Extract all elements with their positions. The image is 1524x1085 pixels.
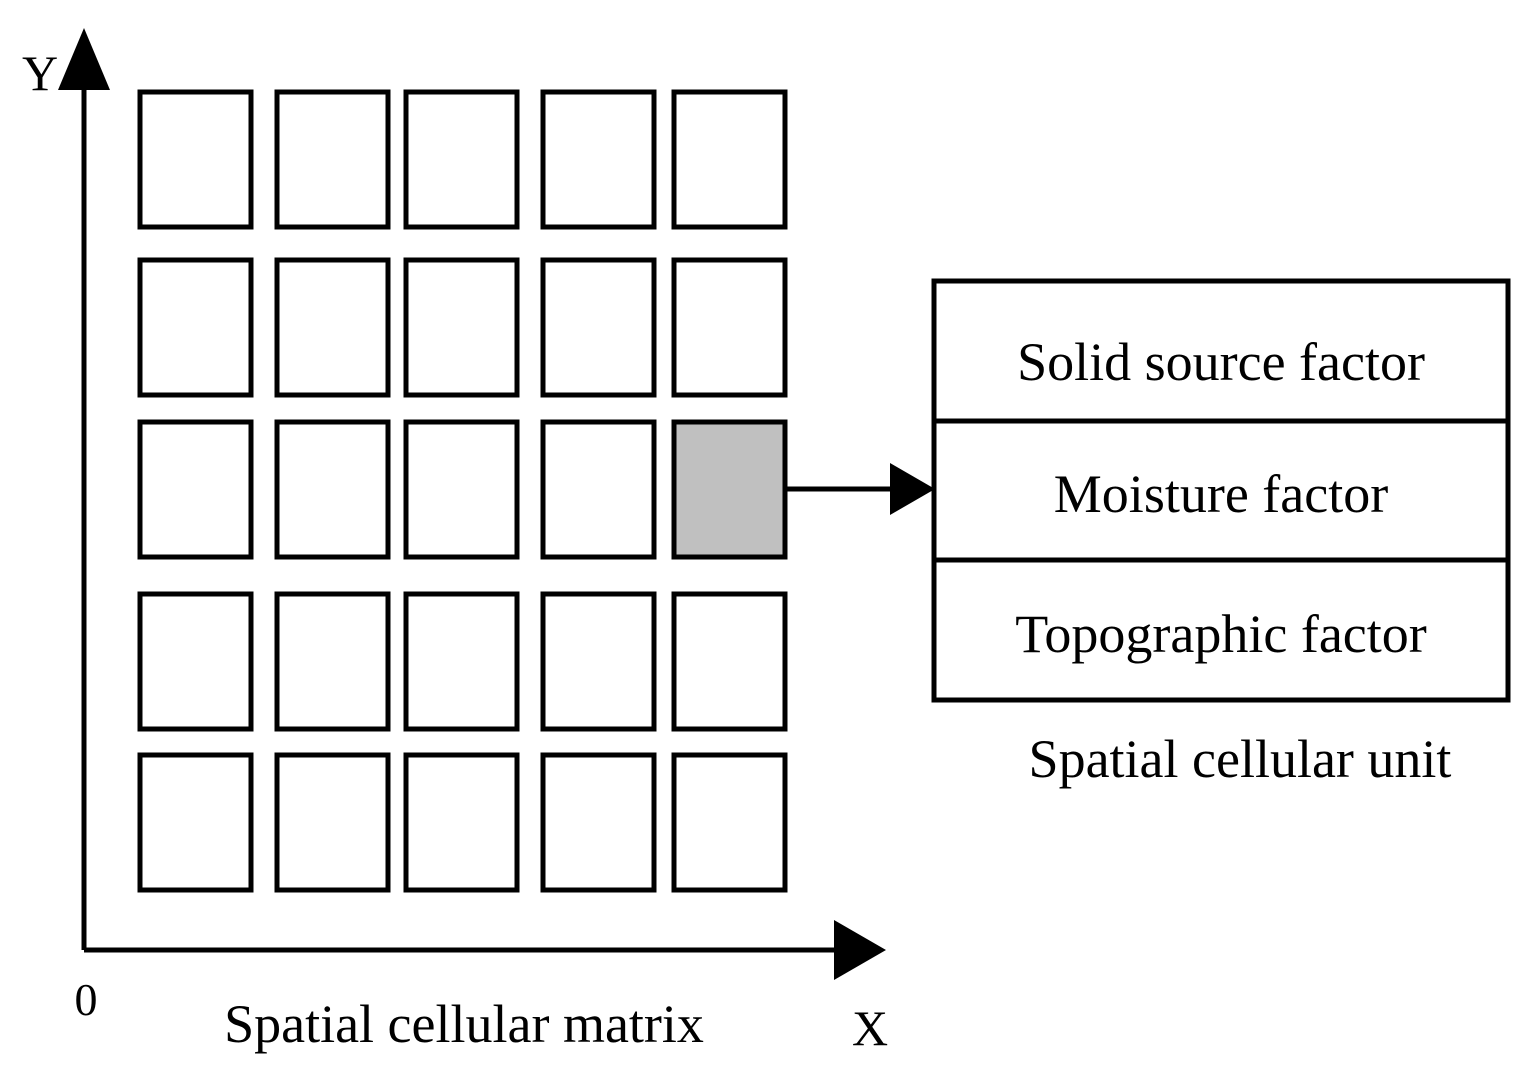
- matrix-cell-r3-c1: [137, 419, 254, 560]
- matrix-cell-r2-c4: [540, 257, 657, 398]
- matrix-cell-r1-c2: [274, 89, 391, 230]
- matrix-cell-r2-c1: [137, 257, 254, 398]
- x-axis-label: X: [852, 1000, 888, 1056]
- matrix-caption: Spatial cellular matrix: [224, 994, 704, 1054]
- y-axis-label: Y: [22, 45, 58, 101]
- matrix-cell-r3-c2: [274, 419, 391, 560]
- cell-to-unit-arrowhead: [890, 463, 935, 515]
- matrix-cell-r5-c5: [671, 752, 788, 893]
- matrix-cell-r1-c3: [403, 89, 520, 230]
- matrix-cell-r4-c2: [274, 591, 391, 732]
- matrix-cell-r4-c5: [671, 591, 788, 732]
- unit-layer-solid-source: Solid source factor: [1017, 332, 1425, 392]
- spatial-cellular-unit-box: [931, 278, 1511, 703]
- origin-label: 0: [75, 974, 98, 1025]
- matrix-cell-r5-c3: [403, 752, 520, 893]
- matrix-cell-r4-c3: [403, 591, 520, 732]
- matrix-cell-r5-c1: [137, 752, 254, 893]
- matrix-cell-r2-c2: [274, 257, 391, 398]
- matrix-cell-highlighted: [671, 419, 788, 560]
- matrix-cell-r5-c2: [274, 752, 391, 893]
- matrix-cell-r1-c5: [671, 89, 788, 230]
- x-axis-arrowhead: [834, 920, 886, 980]
- matrix-cell-r1-c4: [540, 89, 657, 230]
- y-axis-arrowhead: [58, 28, 110, 90]
- matrix-cell-r1-c1: [137, 89, 254, 230]
- matrix-cell-r3-c3: [403, 419, 520, 560]
- unit-layer-moisture: Moisture factor: [1054, 464, 1388, 524]
- unit-caption: Spatial cellular unit: [1029, 729, 1452, 789]
- matrix-cell-r5-c4: [540, 752, 657, 893]
- matrix-cell-r2-c3: [403, 257, 520, 398]
- matrix-cell-r4-c4: [540, 591, 657, 732]
- matrix-cell-r2-c5: [671, 257, 788, 398]
- unit-layer-topographic: Topographic factor: [1015, 604, 1427, 664]
- matrix-cell-r4-c1: [137, 591, 254, 732]
- matrix-cell-r3-c4: [540, 419, 657, 560]
- cellular-matrix-grid: [137, 89, 788, 893]
